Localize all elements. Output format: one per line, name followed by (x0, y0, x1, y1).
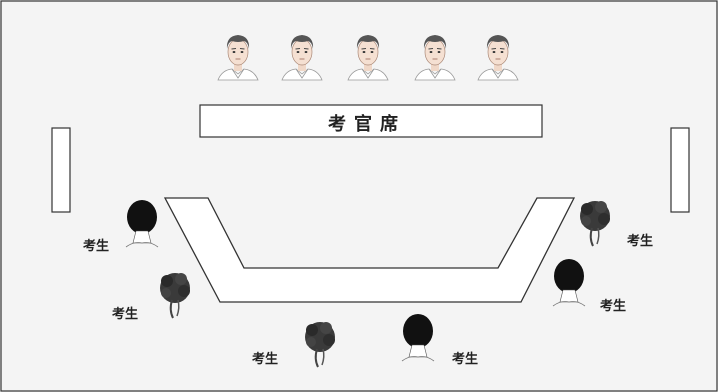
candidate-4-head (401, 313, 435, 362)
candidate-6-label: 考生 (627, 234, 654, 249)
candidate-2-head (159, 272, 191, 319)
candidate-1-label: 考生 (83, 239, 110, 254)
candidate-4-label: 考生 (452, 352, 479, 367)
left-pillar (51, 127, 71, 213)
candidate-5-head (552, 258, 586, 307)
candidate-3-label: 考生 (252, 352, 279, 367)
candidate-table (163, 197, 576, 303)
candidate-1-head (125, 199, 159, 248)
examiner-3 (347, 34, 389, 81)
candidate-2-label: 考生 (112, 307, 139, 322)
examiner-5 (477, 34, 519, 81)
candidate-5-label: 考生 (600, 299, 627, 314)
examiner-2 (281, 34, 323, 81)
examiner-table-label: 考官席 (328, 114, 406, 135)
examiner-table (199, 104, 543, 138)
examiner-4 (414, 34, 456, 81)
candidate-6-head (579, 200, 611, 247)
examiner-1 (217, 34, 259, 81)
right-pillar (670, 127, 690, 213)
candidate-3-head (304, 321, 336, 368)
